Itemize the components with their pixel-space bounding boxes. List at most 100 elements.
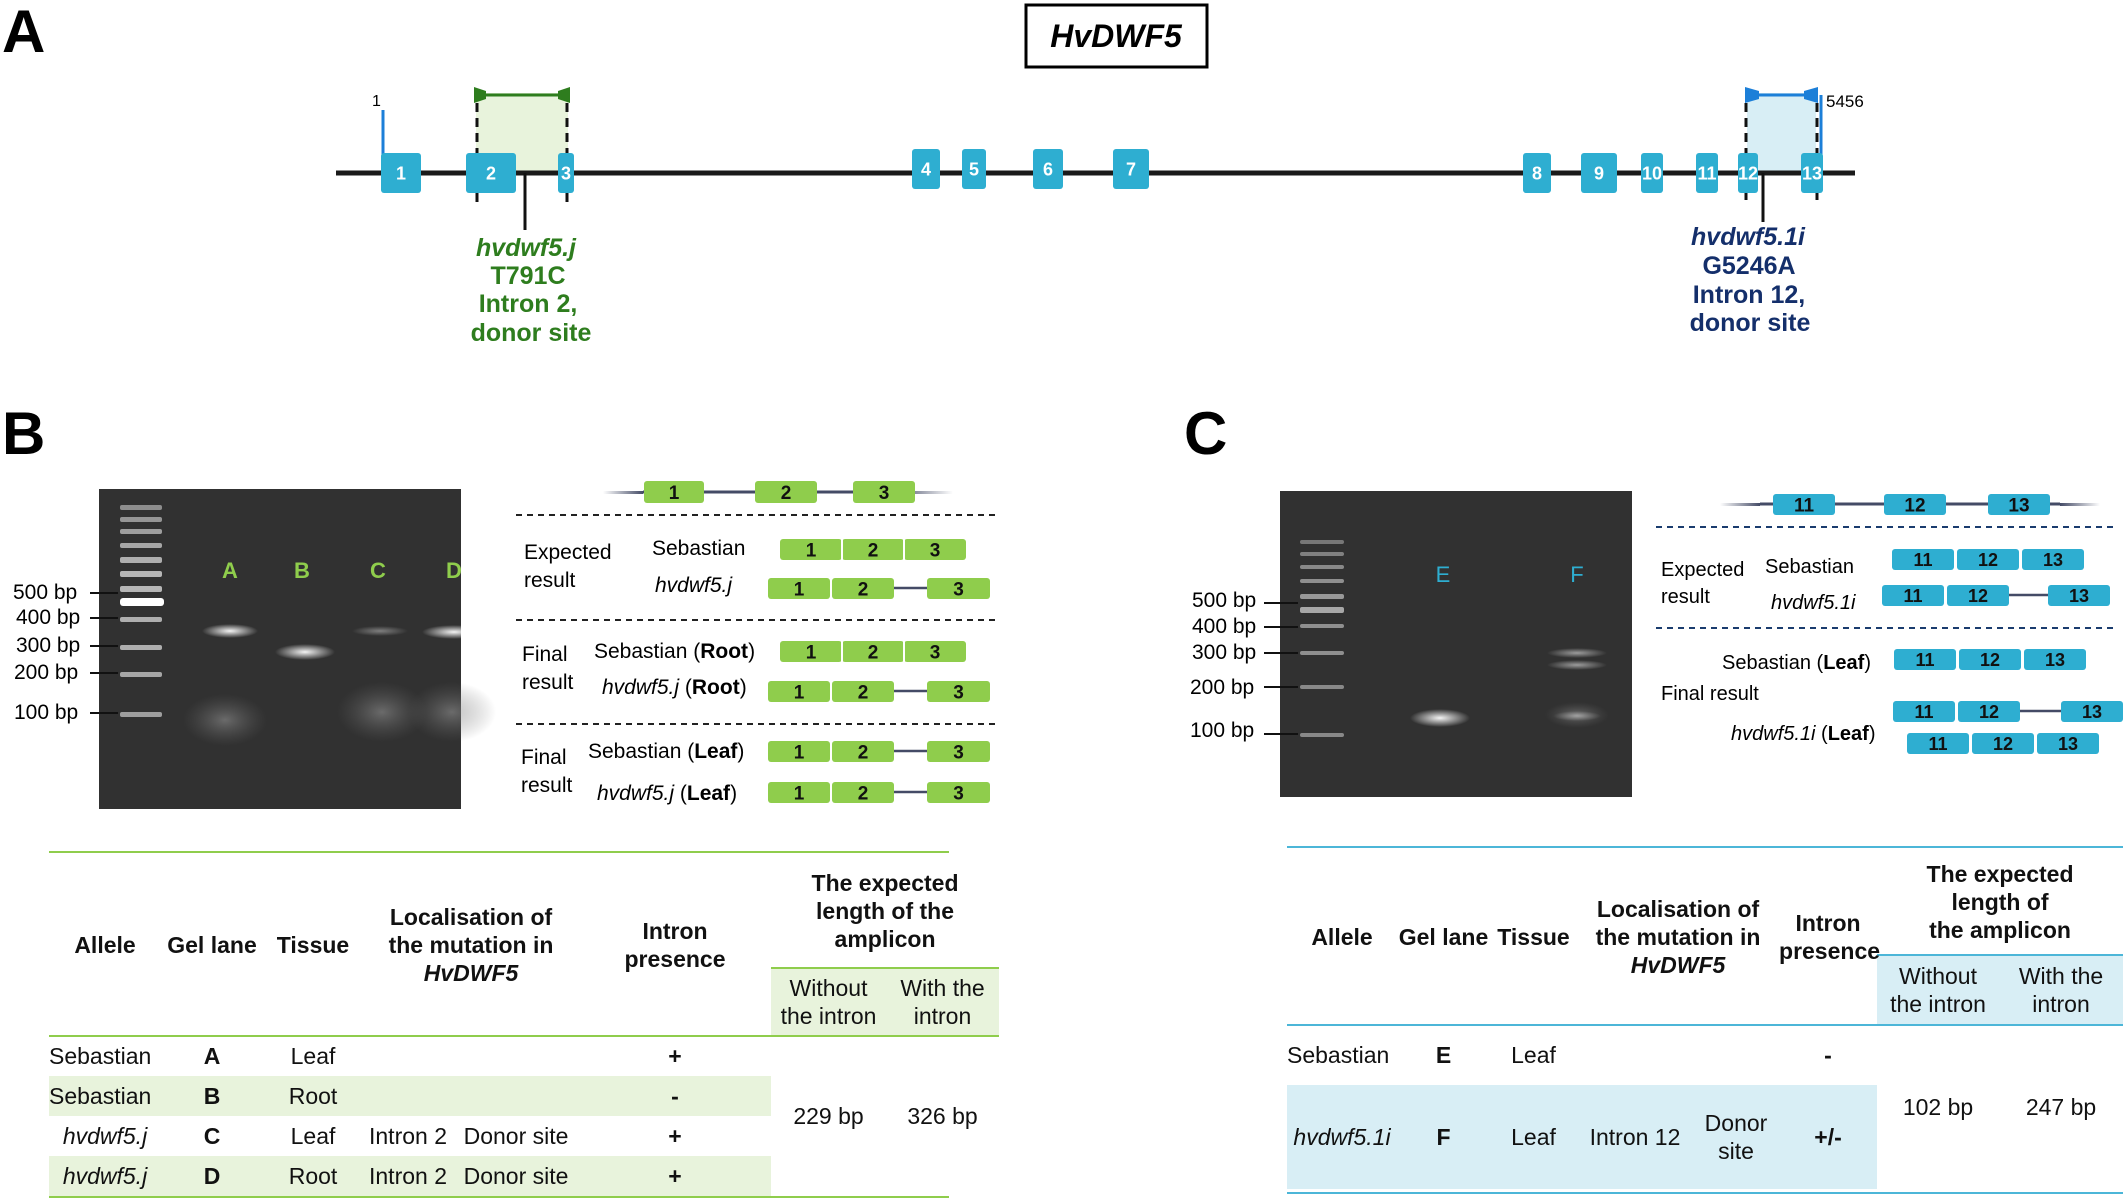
b-top-exon-3: 3 — [853, 481, 915, 504]
b-exp-seb-exon-3: 3 — [904, 539, 966, 561]
exon-13-box — [1801, 153, 1823, 193]
table-b-row-loc: Intron 2 — [363, 1156, 453, 1196]
mutation-j-location: Intron 2, — [479, 290, 578, 318]
b-leaf-seb-exon-1-label: 1 — [794, 742, 805, 763]
table-b: Allele Gel lane Tissue Localisation of t… — [49, 855, 1000, 1196]
b-exp-mut-exon-3-label: 3 — [953, 579, 964, 600]
c-expected-label: Expected — [1661, 559, 1744, 581]
th-allele-b: Allele — [74, 932, 136, 958]
b-expected-mut: hvdwf5.j — [655, 574, 733, 597]
c-exp-mut-exon-13-label: 13 — [2069, 586, 2089, 606]
c-final-seb-exon-12: 12 — [1959, 649, 2021, 670]
b-exp-mut-exon-2-label: 2 — [858, 579, 869, 600]
ladder-label-200-c: 200 bp — [1190, 676, 1254, 699]
b-exp-seb-exon-3-label: 3 — [930, 540, 941, 561]
b-exp-seb-exon-2-label: 2 — [868, 540, 879, 561]
b-leaf-seb-exon-2-label: 2 — [858, 742, 869, 763]
exon-5: 5 — [962, 149, 986, 189]
b-root-mut-exon-2: 2 — [832, 681, 894, 703]
table-c-row-tissue: Leaf — [1511, 1042, 1556, 1068]
th-exp-line1-c: The expected — [1926, 861, 2074, 887]
c-final-mut-b-exon-13-label: 13 — [2058, 734, 2078, 754]
b-root-mut-exon-3: 3 — [927, 681, 990, 703]
c-top-taper-left — [1720, 503, 1760, 506]
panel-a-letter: A — [2, 0, 45, 65]
ladder-label-300-b: 300 bp — [16, 634, 80, 657]
b-root-seb-exon-2-box — [842, 641, 904, 662]
b-top-exon-1-label: 1 — [669, 483, 680, 504]
c-final-mut-b-exon-11-label: 11 — [1928, 734, 1947, 754]
table-b-row-allele: hvdwf5.j — [49, 1156, 161, 1196]
c-exp-mut-exon-11: 11 — [1882, 585, 1944, 606]
exon-12-label: 12 — [1738, 163, 1758, 183]
c-final-mut-b-exon-13-box — [2037, 733, 2099, 754]
b-expected-seb: Sebastian — [652, 537, 745, 560]
c-exp-seb-exon-12-label: 12 — [1978, 550, 1998, 570]
b-exp-mut-exon-1-box — [768, 578, 830, 599]
th-with-line1-b: With the — [900, 975, 985, 1001]
panel-b-letter: B — [2, 400, 45, 467]
b-exp-mut-exon-2-box — [832, 578, 894, 599]
th-expected-c: The expected length of the amplicon — [1877, 850, 2123, 955]
table-c-row-lane: E — [1435, 1042, 1452, 1068]
table-c-site-line2: site — [1718, 1138, 1754, 1164]
c-final-mut-a-exon-13: 13 — [2061, 701, 2123, 722]
b-leaf-mut-exon-1-box — [768, 782, 830, 803]
b-exp-seb-exon-1-box — [780, 539, 842, 560]
b-expected-label: Expected — [524, 541, 612, 564]
b-final-leaf-label: Final — [521, 746, 567, 769]
th-exp-line1-b: The expected — [811, 870, 959, 896]
b-top-exon-2-label: 2 — [781, 483, 792, 504]
gene-title-box — [1024, 3, 1209, 69]
exon-8: 8 — [1523, 153, 1551, 193]
table-b-row-loc: Intron 2 — [369, 1122, 447, 1149]
exon-2: 2 — [466, 153, 516, 193]
table-b-row-intron: + — [668, 1122, 682, 1149]
mutation-j-allele: hvdwf5.j — [476, 234, 577, 262]
exon-8-label: 8 — [1532, 163, 1542, 183]
c-final-seb-exon-13-box — [2024, 649, 2086, 670]
table-b-row-site — [453, 1076, 580, 1116]
th-loc-line3-b: HvDWF5 — [423, 960, 519, 986]
b-leaf-mut-exon-3-label: 3 — [953, 783, 964, 804]
c-final-seb-exon-11-box — [1894, 649, 1956, 670]
b-root-seb-exon-2-label: 2 — [868, 642, 879, 663]
th-without-line2-b: the intron — [780, 1003, 877, 1029]
exon-8-box — [1523, 153, 1551, 193]
c-final-mut-a-exon-12-label: 12 — [1979, 702, 1999, 722]
exon-12-box — [1738, 153, 1758, 193]
exon-4-label: 4 — [921, 159, 931, 179]
c-final-seb-exon-13-label: 13 — [2045, 650, 2065, 670]
table-c-row-tissue: Leaf — [1490, 1085, 1577, 1189]
table-b-with-len: 326 bp — [907, 1103, 978, 1129]
exon-7-label: 7 — [1126, 159, 1136, 179]
b-exp-seb-exon-3-box — [904, 539, 966, 560]
table-b-without-len: 229 bp — [793, 1103, 864, 1129]
table-b-row-lane: C — [203, 1122, 221, 1149]
exon-10-label: 10 — [1642, 163, 1662, 183]
c-top-exon-13-label: 13 — [2008, 495, 2029, 516]
c-top-exon-11: 11 — [1773, 494, 1835, 516]
b-leaf-seb-exon-3-label: 3 — [953, 742, 964, 763]
exon-13-label: 13 — [1802, 163, 1822, 183]
th-loc-line3-c: HvDWF5 — [1630, 952, 1726, 978]
c-final-mut-a-exon-13-box — [2061, 701, 2123, 722]
exon-6-box — [1033, 149, 1063, 189]
table-c-row-site: Donor site — [1693, 1085, 1780, 1189]
b-leaf-mut-exon-1: 1 — [768, 782, 830, 804]
lane-label-e: E — [1436, 562, 1451, 587]
c-exp-seb-exon-13: 13 — [2022, 549, 2084, 570]
b-leaf-seb-exon-2-box — [832, 741, 894, 762]
c-exp-mut-exon-12-box — [1947, 585, 2009, 606]
c-final-label: Final result — [1661, 683, 1759, 705]
c-top-exon-12-box — [1884, 494, 1946, 515]
table-c-row-site — [1693, 1025, 1779, 1085]
b-exp-seb-exon-1: 1 — [780, 539, 842, 561]
exon-5-box — [962, 149, 986, 189]
b-root-mut-exon-1: 1 — [768, 681, 830, 703]
lane-label-b: B — [294, 558, 310, 583]
b-exp-mut-exon-3: 3 — [927, 578, 990, 600]
gene-title: HvDWF5 — [1050, 18, 1183, 54]
